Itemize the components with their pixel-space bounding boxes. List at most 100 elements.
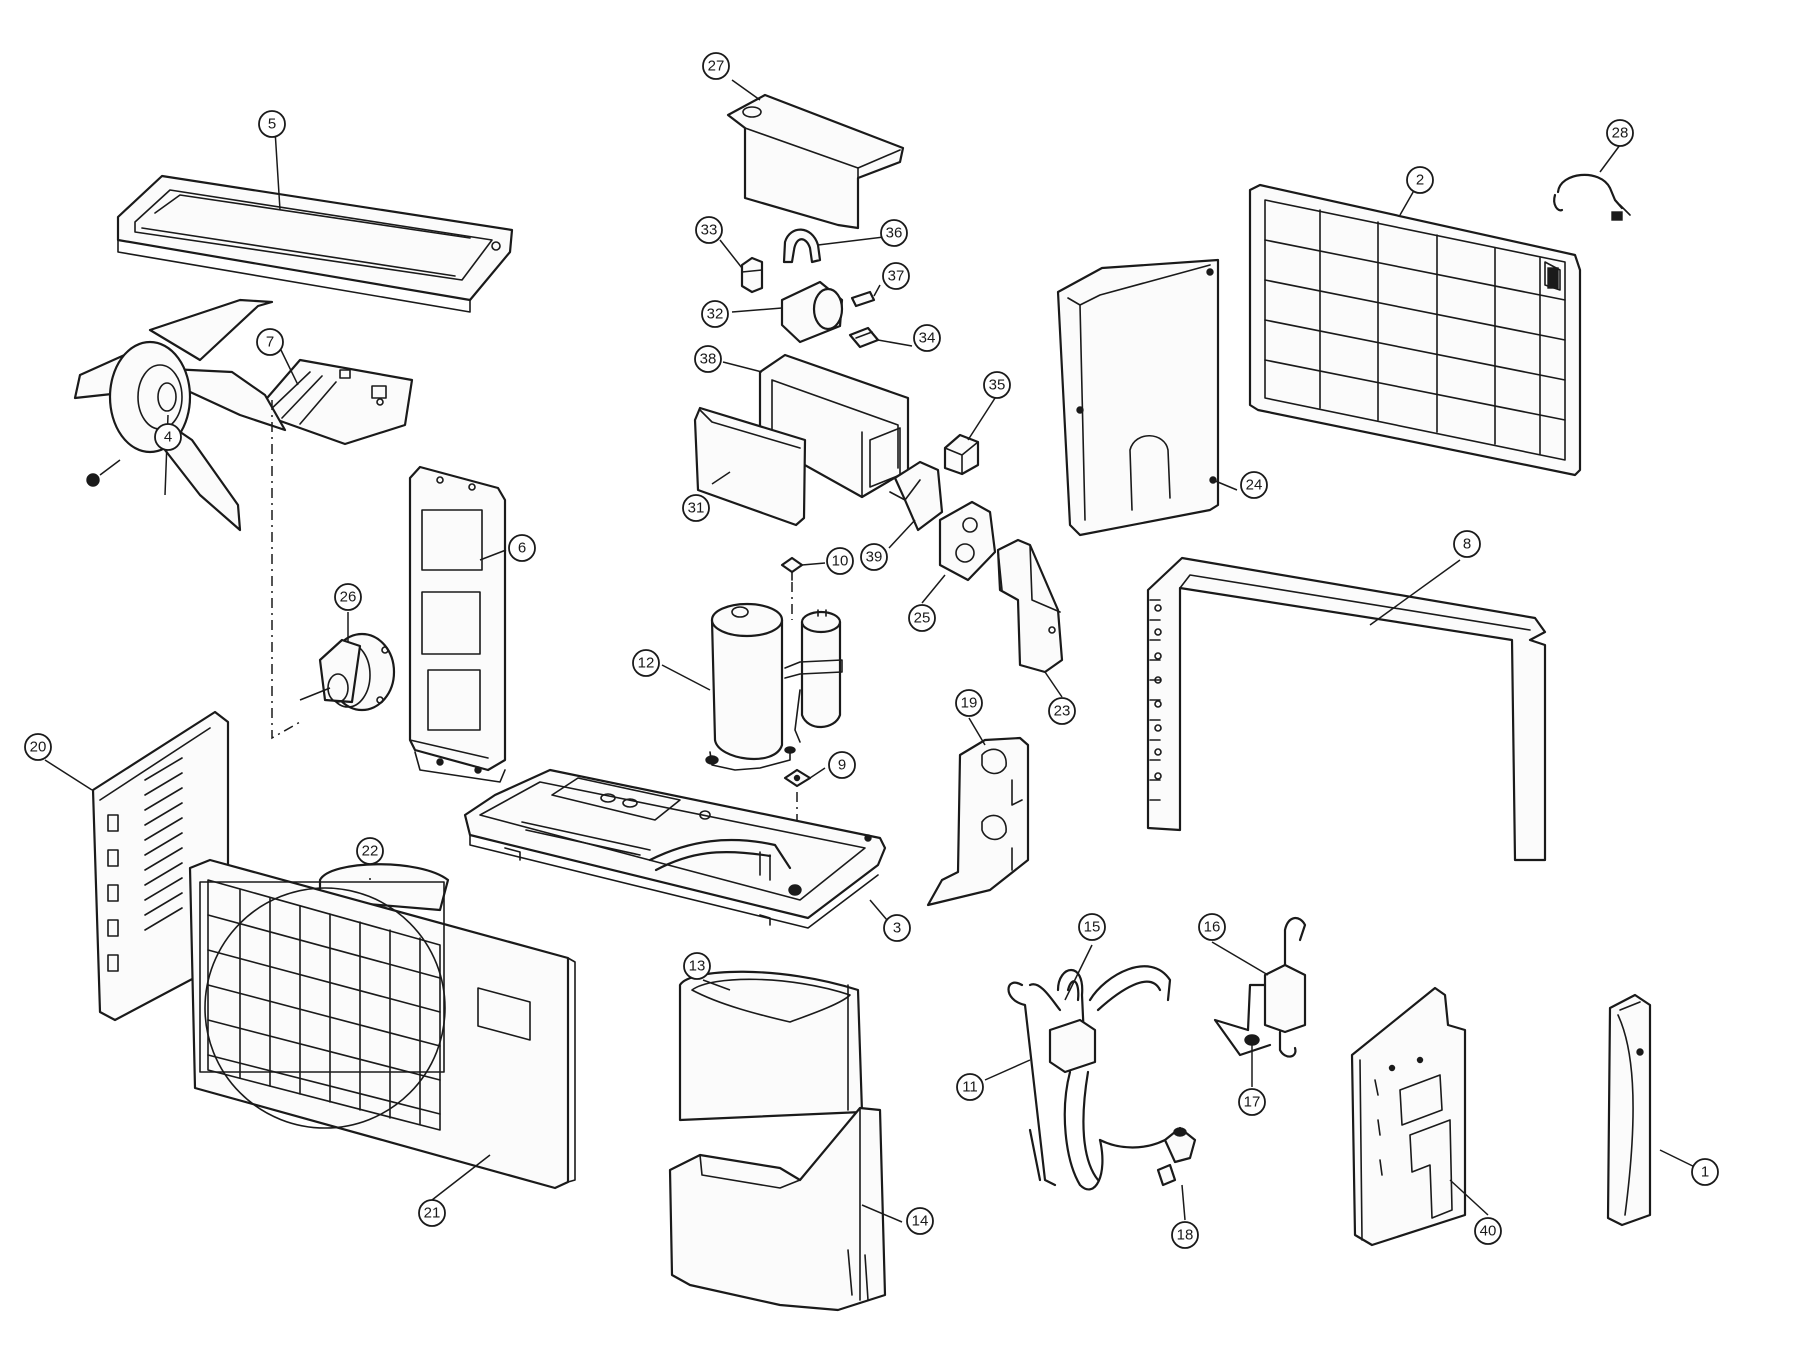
part-service-valve [1156, 1126, 1197, 1187]
svg-text:26: 26 [340, 589, 357, 606]
part-valve-bracket [938, 500, 997, 582]
svg-text:14: 14 [912, 1213, 929, 1230]
svg-text:9: 9 [838, 757, 846, 774]
svg-text:17: 17 [1244, 1094, 1261, 1111]
callout-16: 16 [1198, 913, 1226, 941]
part-wiring-harness [1553, 173, 1631, 221]
part-cover-plate [253, 358, 414, 446]
callout-5: 5 [258, 110, 286, 138]
callout-7: 7 [256, 328, 284, 356]
svg-text:11: 11 [962, 1079, 978, 1096]
svg-text:32: 32 [707, 306, 724, 323]
part-refrigerant-piping [1007, 965, 1172, 1191]
part-vertical-support [996, 538, 1064, 674]
part-angle-bracket [889, 460, 944, 532]
svg-text:7: 7 [266, 334, 274, 351]
part-sound-jacket-bottom [668, 1106, 887, 1312]
callout-22: 22 [356, 837, 384, 865]
svg-text:16: 16 [1204, 919, 1221, 936]
part-accumulator [1213, 917, 1307, 1058]
callout-3: 3 [883, 914, 911, 942]
part-valve-plate [926, 736, 1030, 907]
callout-39: 39 [860, 543, 888, 571]
callout-2: 2 [1406, 166, 1434, 194]
svg-text:12: 12 [638, 655, 655, 672]
svg-text:3: 3 [893, 920, 901, 937]
part-compressor [705, 602, 843, 771]
callout-26: 26 [334, 583, 362, 611]
callout-10: 10 [826, 547, 854, 575]
callout-24: 24 [1240, 471, 1268, 499]
callout-40: 40 [1474, 1217, 1502, 1245]
svg-text:22: 22 [362, 843, 379, 860]
part-fuse [850, 290, 876, 308]
callout-13: 13 [683, 952, 711, 980]
callout-17: 17 [1238, 1088, 1266, 1116]
part-relay-block [943, 433, 980, 476]
svg-text:28: 28 [1612, 125, 1629, 142]
callout-14: 14 [906, 1207, 934, 1235]
svg-text:34: 34 [919, 330, 936, 347]
svg-text:35: 35 [989, 377, 1006, 394]
callout-33: 33 [695, 216, 723, 244]
callout-27: 27 [702, 52, 730, 80]
svg-text:6: 6 [518, 540, 526, 557]
svg-text:38: 38 [700, 351, 717, 368]
callout-25: 25 [908, 604, 936, 632]
callout-32: 32 [701, 300, 729, 328]
part-fan-motor [299, 632, 396, 712]
svg-text:31: 31 [688, 500, 705, 517]
svg-text:4: 4 [164, 429, 172, 446]
svg-text:27: 27 [708, 58, 725, 75]
part-control-box-cover [726, 93, 905, 230]
callout-9: 9 [828, 751, 856, 779]
callout-21: 21 [418, 1199, 446, 1227]
svg-text:19: 19 [961, 695, 978, 712]
part-service-panel [1350, 986, 1467, 1247]
part-clip [740, 256, 764, 294]
callout-19: 19 [955, 689, 983, 717]
part-capacitor-band [782, 228, 822, 264]
svg-text:1: 1 [1701, 1164, 1709, 1181]
part-washer-top [780, 556, 804, 581]
callout-31: 31 [682, 494, 710, 522]
svg-text:2: 2 [1416, 172, 1424, 189]
part-washer [783, 768, 812, 788]
svg-text:10: 10 [832, 553, 849, 570]
callout-18: 18 [1171, 1221, 1199, 1249]
callout-1: 1 [1691, 1158, 1719, 1186]
callout-11: 11 [956, 1073, 984, 1101]
callout-35: 35 [983, 371, 1011, 399]
part-base-pan [463, 768, 887, 929]
svg-text:36: 36 [886, 225, 903, 242]
callout-15: 15 [1078, 913, 1106, 941]
svg-text:24: 24 [1246, 477, 1263, 494]
svg-text:13: 13 [689, 958, 706, 975]
svg-text:40: 40 [1480, 1223, 1497, 1240]
svg-text:33: 33 [701, 222, 718, 239]
callout-8: 8 [1453, 530, 1481, 558]
part-front-panel [188, 858, 576, 1190]
callout-23: 23 [1048, 697, 1076, 725]
svg-text:21: 21 [424, 1205, 441, 1222]
part-terminal-cover [693, 406, 807, 527]
part-terminal [848, 326, 880, 349]
callout-4: 4 [154, 423, 182, 451]
part-sound-jacket-top [678, 970, 864, 1122]
callout-28: 28 [1606, 119, 1634, 147]
part-top-cover [116, 174, 514, 313]
part-capacitor [780, 280, 844, 344]
callout-6: 6 [508, 534, 536, 562]
callout-20: 20 [24, 733, 52, 761]
svg-text:5: 5 [268, 116, 276, 133]
callout-36: 36 [880, 219, 908, 247]
assembly-centerline [271, 400, 301, 740]
part-handle [1606, 993, 1652, 1227]
svg-text:20: 20 [30, 739, 47, 756]
svg-text:37: 37 [888, 268, 905, 285]
svg-text:23: 23 [1054, 703, 1071, 720]
svg-text:39: 39 [866, 549, 883, 566]
callout-38: 38 [694, 345, 722, 373]
callout-12: 12 [632, 649, 660, 677]
svg-text:8: 8 [1463, 536, 1471, 553]
